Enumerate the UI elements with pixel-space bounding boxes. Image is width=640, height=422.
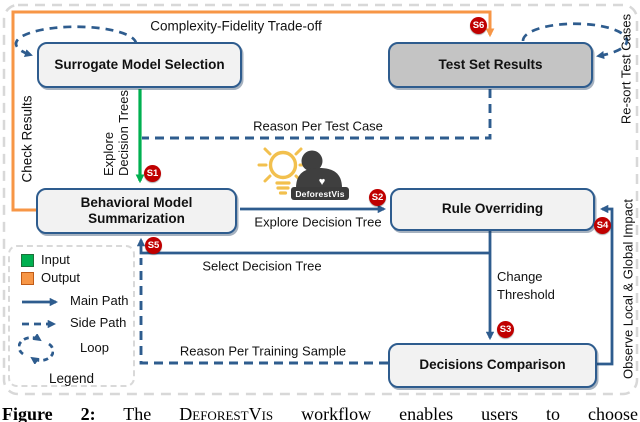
- legend-side-path-icon: [22, 319, 57, 329]
- label-change-threshold: Change Threshold: [497, 268, 555, 304]
- legend-main-path-icon: [22, 297, 59, 307]
- label-reason-per-training-sample: Reason Per Training Sample: [179, 343, 347, 359]
- label-line: Change: [497, 269, 543, 284]
- legend-loop-icon: [18, 334, 54, 364]
- label-explore-decision-trees: Explore Decision Trees: [101, 90, 131, 176]
- label-resort-test-cases: Re-sort Test Cases: [618, 13, 634, 125]
- legend-input-label: Input: [41, 252, 70, 267]
- label-line: Decision Trees: [116, 90, 131, 176]
- outer-dashed-border: [2, 3, 639, 396]
- main-observe-impact-arrow: [597, 204, 614, 366]
- node-label: Rule Overriding: [441, 201, 544, 217]
- caption-post: workflow enables users to choose: [273, 404, 638, 422]
- legend-input-swatch: [21, 254, 34, 267]
- caption-figure-label: Figure 2:: [2, 404, 96, 422]
- legend-title: Legend: [48, 371, 95, 386]
- label-explore-decision-tree: Explore Decision Tree: [254, 214, 382, 230]
- node-test-set-results: Test Set Results: [388, 42, 593, 88]
- node-label-line2: Summarization: [88, 211, 185, 226]
- legend-box: Input Output Main Path Side Path Loop Le…: [8, 245, 135, 387]
- heart-icon: ♥: [318, 176, 326, 188]
- figure-caption: Figure 2: The DeforestVis workflow enabl…: [2, 404, 638, 422]
- deforestvis-brand-tag: DeforestVis: [291, 187, 349, 200]
- label-select-decision-tree: Select Decision Tree: [202, 258, 322, 274]
- step-badge-s3: S3: [497, 321, 514, 338]
- label-complexity-fidelity-tradeoff: Complexity-Fidelity Trade-off: [150, 18, 322, 34]
- side-reason-per-test-case-path: [142, 89, 492, 140]
- output-check-results-path: [11, 10, 495, 212]
- lightbulb-icon: [257, 147, 309, 195]
- node-label: Decisions Comparison: [419, 357, 566, 373]
- label-observe-local-global-impact: Observe Local & Global Impact: [620, 199, 636, 379]
- node-label: Test Set Results: [438, 56, 543, 72]
- step-badge-s2: S2: [369, 189, 386, 206]
- loop-complexity-tradeoff: [14, 25, 138, 57]
- label-reason-per-test-case: Reason Per Test Case: [253, 118, 383, 134]
- step-badge-s4: S4: [594, 217, 611, 234]
- label-line: Threshold: [497, 287, 555, 302]
- step-badge-s1: S1: [144, 165, 161, 182]
- node-label: Surrogate Model Selection: [54, 56, 225, 72]
- legend-loop-label: Loop: [80, 340, 109, 355]
- side-reason-per-training-sample-path: [139, 258, 388, 365]
- main-select-decision-tree-arrow: [136, 237, 490, 255]
- loop-resort-test-cases: [521, 22, 629, 60]
- label-line: Explore: [101, 131, 116, 176]
- node-surrogate-model-selection: Surrogate Model Selection: [37, 42, 242, 88]
- legend-output-label: Output: [41, 270, 81, 285]
- node-label-line1: Behavioral Model: [80, 194, 193, 210]
- step-badge-s6: S6: [470, 17, 487, 34]
- node-rule-overriding: Rule Overriding: [390, 188, 595, 231]
- caption-pre: The: [95, 404, 180, 422]
- legend-output-swatch: [21, 272, 34, 285]
- legend-side-path-label: Side Path: [70, 315, 127, 330]
- caption-brand: DeforestVis: [179, 404, 274, 422]
- node-behavioral-model-summarization: Behavioral Model Summarization: [36, 188, 237, 234]
- step-badge-s5: S5: [145, 237, 162, 254]
- legend-main-path-label: Main Path: [70, 293, 129, 308]
- node-decisions-comparison: Decisions Comparison: [388, 343, 597, 388]
- label-check-results: Check Results: [19, 95, 35, 183]
